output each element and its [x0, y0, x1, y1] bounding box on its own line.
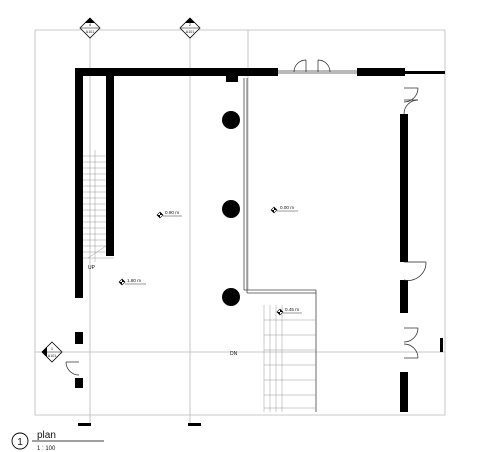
view-marker-number: 2: [189, 22, 192, 27]
level-tag: 1.80 m: [118, 278, 146, 286]
wall-west-pier-2: [75, 378, 83, 388]
wall-west: [75, 68, 83, 298]
title-number-circle: [11, 432, 29, 450]
level-tag: 0.00 m: [270, 205, 298, 214]
partitions: [243, 70, 357, 412]
view-marker-number: 1: [51, 346, 54, 351]
wall-east-mid: [400, 280, 408, 313]
door-west: [65, 361, 80, 376]
wall-north-east: [357, 68, 405, 76]
wall-stair-spine: [106, 76, 114, 256]
wall-south-stub-2: [188, 423, 201, 426]
walls: [75, 68, 445, 426]
wall-top-block: [226, 76, 238, 82]
wall-north-east-stub: [405, 71, 445, 74]
wall-west-pier-1: [75, 332, 83, 344]
grid-lines: [34, 20, 446, 425]
west-stair: [83, 150, 114, 262]
level-tag-text: 0.90 m: [165, 210, 179, 215]
wall-east-lower: [400, 372, 408, 412]
view-marker-sheet: A101: [48, 354, 56, 358]
level-tag: 0.45 m: [276, 307, 302, 316]
view-marker-2: 2 A101: [179, 17, 201, 39]
title-number: 1: [17, 437, 23, 448]
doors: [65, 59, 427, 376]
level-tag-text: 1.80 m: [127, 278, 141, 283]
column: [222, 288, 240, 306]
wall-north: [75, 68, 278, 76]
level-tag-text: 0.00 m: [280, 205, 294, 210]
door-east-upper: [403, 87, 419, 115]
wall-east-marker: [440, 338, 443, 352]
door-east-mid: [403, 261, 427, 281]
view-marker-sheet: A101: [86, 30, 94, 34]
door-north-double: [293, 59, 331, 73]
view-marker-number: 4: [89, 22, 92, 27]
stair-up-label: UP: [88, 265, 96, 271]
view-marker-sheet: A101: [186, 30, 194, 34]
door-east-lower: [403, 327, 419, 359]
view-marker-1: 1 A101: [41, 341, 63, 363]
level-tag: 0.90 m: [156, 210, 182, 219]
stair-dn-label: DN: [230, 351, 238, 357]
wall-east-upper: [400, 114, 408, 262]
title-block: 1 plan 1 : 100: [11, 430, 104, 452]
south-stair: [263, 305, 316, 412]
level-tag-text: 0.45 m: [285, 307, 299, 312]
title-scale: 1 : 100: [37, 446, 56, 452]
title-name: plan: [37, 430, 56, 441]
columns: [222, 111, 240, 306]
column: [222, 200, 240, 218]
column: [222, 111, 240, 129]
wall-south-stub-1: [78, 423, 91, 426]
view-marker-4: 4 A101: [79, 17, 101, 39]
